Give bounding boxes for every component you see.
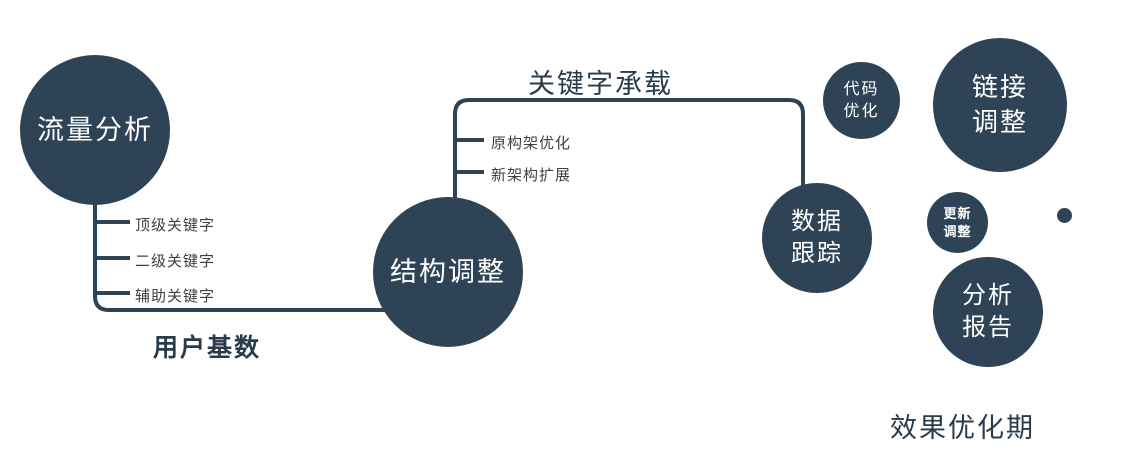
connector-traffic-to-structure — [93, 180, 430, 312]
node-traffic-analysis: 流量分析 — [20, 55, 170, 205]
node-code-optimize-label: 代码 优化 — [843, 80, 880, 120]
branch-label-top-keyword: 顶级关键字 — [135, 217, 216, 234]
node-structure-adjust-label: 结构调整 — [390, 256, 506, 287]
node-analysis-report: 分析 报告 — [933, 257, 1043, 367]
footer-label: 效果优化期 — [890, 413, 1035, 443]
node-update-adjust: 更新 调整 — [927, 192, 988, 253]
connector-structure-to-tracking — [453, 98, 805, 220]
branch-label-aux-keyword: 辅助关键字 — [135, 288, 216, 305]
edge-label-keyword-bearing: 关键字承载 — [528, 69, 673, 99]
node-structure-adjust: 结构调整 — [373, 197, 523, 347]
branch-label-second-keyword: 二级关键字 — [135, 253, 216, 270]
node-data-tracking: 数据 跟踪 — [762, 183, 872, 293]
node-traffic-analysis-label: 流量分析 — [37, 114, 153, 145]
branch-label-arch-optimize: 原构架优化 — [491, 135, 572, 152]
node-data-tracking-label: 数据 跟踪 — [791, 207, 843, 267]
node-link-adjust-label: 链接 调整 — [971, 71, 1028, 137]
node-analysis-report-label: 分析 报告 — [962, 281, 1014, 341]
bullet-dot — [1057, 208, 1072, 223]
node-update-adjust-label: 更新 调整 — [943, 205, 972, 239]
node-code-optimize: 代码 优化 — [823, 62, 900, 139]
branch-label-arch-expand: 新架构扩展 — [491, 167, 572, 184]
edge-label-user-base: 用户基数 — [153, 334, 262, 362]
node-link-adjust: 链接 调整 — [933, 38, 1067, 172]
